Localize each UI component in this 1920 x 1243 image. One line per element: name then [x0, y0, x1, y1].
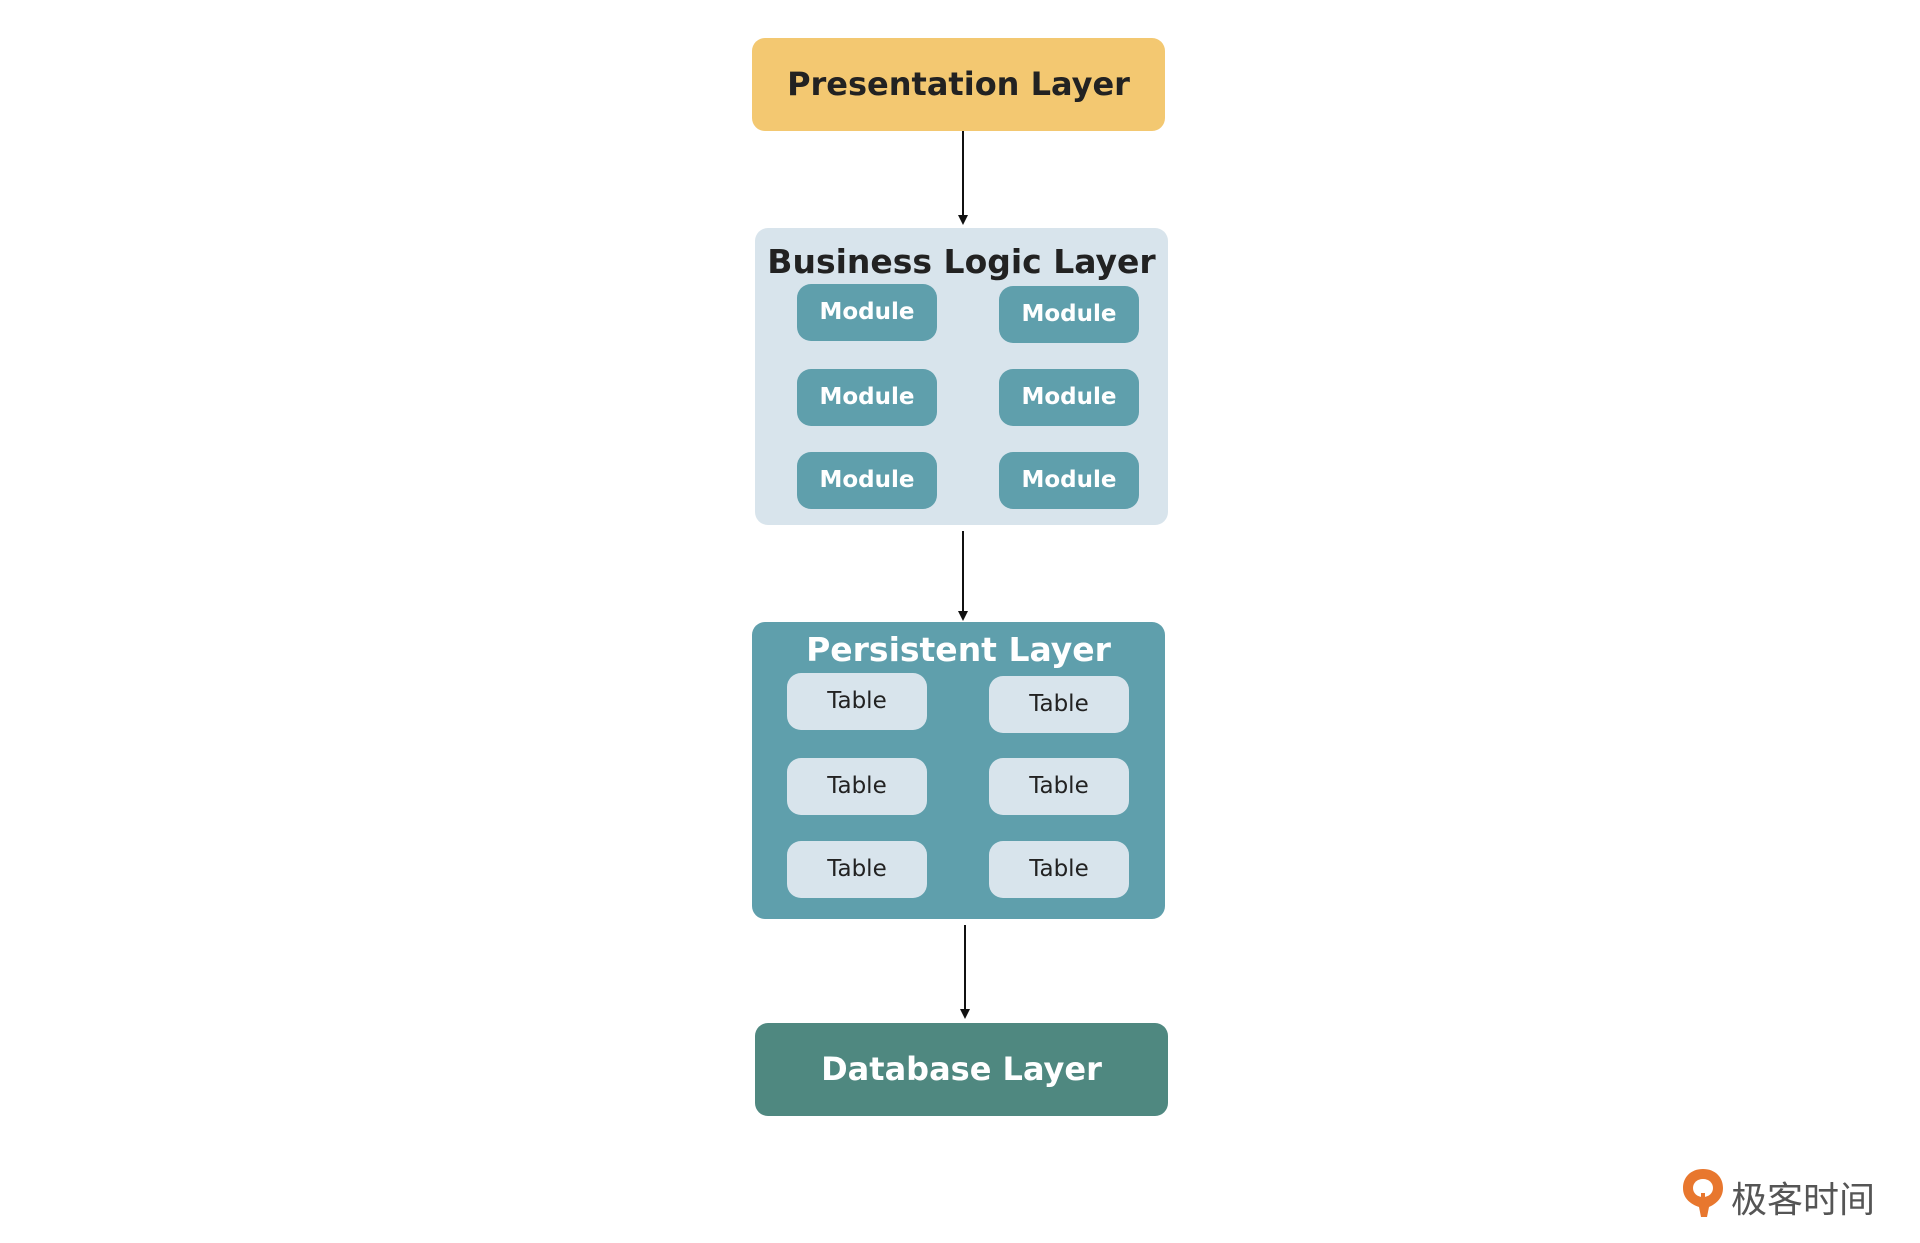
table-block: Table [989, 841, 1129, 898]
database-layer-box: Database Layer [755, 1023, 1168, 1116]
table-block: Table [989, 676, 1129, 733]
presentation-layer-box: Presentation Layer [752, 38, 1165, 131]
module-block: Module [797, 284, 937, 341]
table-block: Table [787, 673, 927, 730]
table-block: Table [989, 758, 1129, 815]
business-logic-layer-box: Business Logic Layer Module Module Modul… [755, 228, 1168, 525]
module-block: Module [999, 286, 1139, 343]
module-block: Module [999, 369, 1139, 426]
brand-watermark: 极客时间 [1681, 1167, 1891, 1221]
business-logic-layer-label: Business Logic Layer [767, 242, 1156, 281]
module-block: Module [797, 452, 937, 509]
geektime-logo-icon [1683, 1169, 1723, 1217]
persistent-layer-box: Persistent Layer Table Table Table Table… [752, 622, 1165, 919]
arrow-business-to-persistent [958, 531, 968, 621]
module-block: Module [999, 452, 1139, 509]
arrow-persistent-to-database [960, 925, 970, 1019]
arrow-presentation-to-business [958, 131, 968, 225]
presentation-layer-label: Presentation Layer [787, 65, 1130, 103]
database-layer-label: Database Layer [821, 1050, 1102, 1088]
table-block: Table [787, 758, 927, 815]
persistent-layer-label: Persistent Layer [806, 630, 1111, 669]
module-block: Module [797, 369, 937, 426]
table-block: Table [787, 841, 927, 898]
brand-name: 极客时间 [1731, 1180, 1876, 1221]
